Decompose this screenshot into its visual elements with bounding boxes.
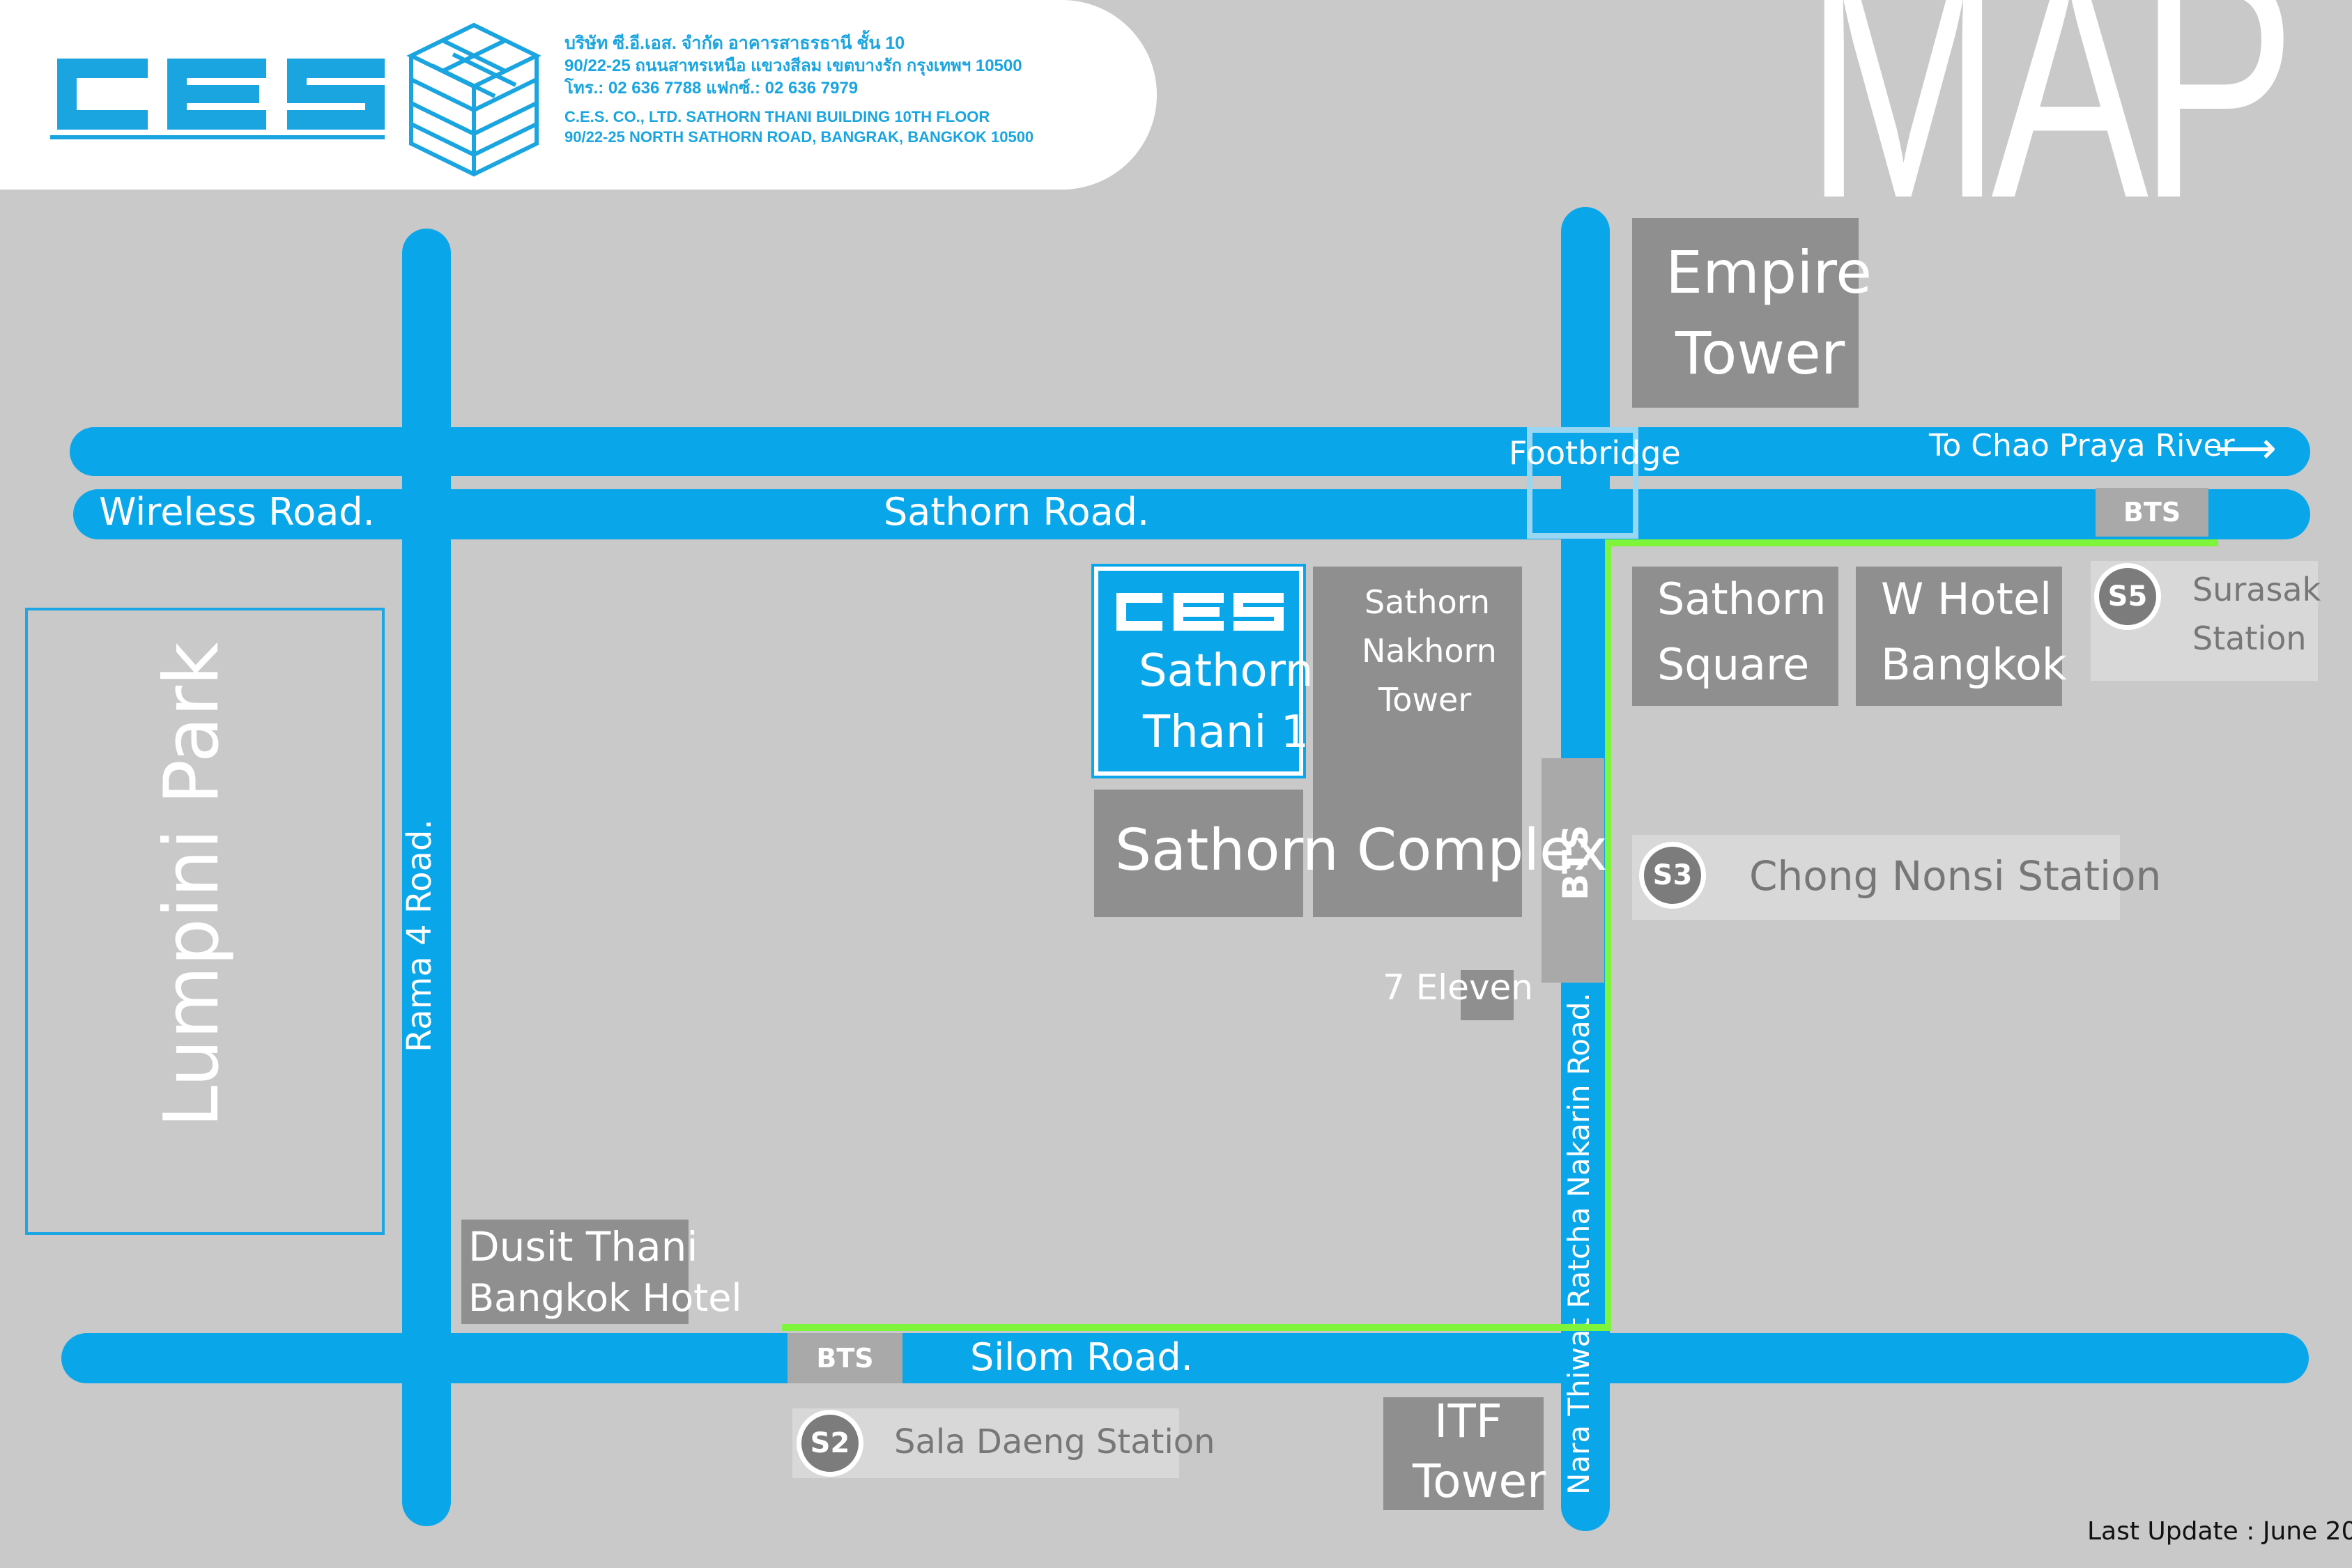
seven-eleven [1461,970,1514,1020]
dusit-line1: Dusit Thani [468,1223,698,1270]
footbridge-label: Footbridge [1509,434,1681,472]
sathorn-complex-label: Sathorn Complex [1115,817,1608,884]
address-thai-line2: 90/22-25 ถนนสาทรเหนือ แขวงสีลม เขตบางรัก… [564,56,1022,75]
dusit-line2: Bangkok Hotel [468,1276,742,1320]
bts-box-silom: BTS [787,1333,902,1383]
empire-tower: Empire Tower [1632,218,1872,408]
sathorn-nakhorn-tower: Sathorn Nakhorn Tower [1313,567,1522,917]
itf-tower: ITF Tower [1383,1394,1546,1510]
ces-cube-logo-icon [404,20,544,180]
sathorn-road-label: Sathorn Road. [884,490,1150,534]
s2-badge: S2 [797,1410,863,1477]
s3-badge: S3 [1639,842,1706,909]
ces-building-line1: Sathorn [1139,645,1314,697]
nakhorn-line2: Nakhorn [1362,632,1497,670]
bts-box-sathorn: BTS [2096,488,2208,537]
empire-tower-line1: Empire [1666,238,1872,307]
itf-line1: ITF [1434,1394,1502,1448]
address-thai-line1: บริษัท ซี.อี.เอส. จำกัด อาคารสาธรธานี ชั… [564,33,905,53]
footbridge [1527,427,1638,539]
surasak-line1: Surasak [2192,571,2321,608]
bts-line-top [1605,539,2218,546]
sathorn-square: Sathorn Square [1632,567,1838,706]
empire-tower-line2: Tower [1675,319,1845,387]
lumpini-park [25,608,385,1235]
sala-daeng-name: Sala Daeng Station [894,1422,1215,1461]
silom-road-label: Silom Road. [970,1335,1193,1379]
last-update: Last Update : June 2013 [2087,1517,2352,1546]
ces-building-logo [1114,587,1288,636]
bts-box-chong-nonsi: BTS [1542,758,1604,983]
wireless-road-label: Wireless Road. [99,490,375,534]
to-river-label: To Chao Praya River [1929,428,2235,463]
w-hotel-bangkok: W Hotel Bangkok [1856,567,2067,706]
rama4-road-label: Rama 4 Road. [400,819,439,1052]
map-title: MAP [1805,0,2296,266]
sathorn-complex-base [1094,790,1303,917]
sala-daeng-station: S2 Sala Daeng Station [792,1408,1215,1478]
bts-line-vertical [1605,539,1611,1331]
w-hotel-line1: W Hotel [1881,574,2052,624]
nakhorn-line1: Sathorn [1365,583,1490,621]
itf-line2: Tower [1413,1454,1546,1508]
company-header: บริษัท ซี.อี.เอส. จำกัด อาคารสาธรธานี ชั… [0,0,1157,190]
chong-nonsi-station: S3 Chong Nonsi Station [1632,835,2161,920]
surasak-line2: Station [2192,620,2307,657]
ces-logo [50,43,392,145]
s5-badge: S5 [2094,563,2161,630]
sathorn-square-line2: Square [1657,639,1810,690]
lumpini-park-label: Lumpini Park [148,642,236,1128]
dusit-thani-bangkok-hotel: Dusit Thani Bangkok Hotel [461,1220,742,1324]
ces-small-wordmark-icon [1116,593,1284,631]
bts-line-silom [782,1324,1611,1331]
ces-building-line2: Thani 1 [1143,707,1309,758]
address-en-line1: C.E.S. CO., LTD. SATHORN THANI BUILDING … [564,108,990,125]
address-en-line2: 90/22-25 NORTH SATHORN ROAD, BANGRAK, BA… [564,128,1034,146]
ces-sathorn-thani-1: Sathorn Thani 1 [1094,567,1313,776]
w-hotel-line2: Bangkok [1881,639,2067,690]
nakhorn-line3: Tower [1378,681,1472,718]
sathorn-square-line1: Sathorn [1657,574,1827,624]
ces-wordmark-icon [50,59,385,139]
phone-fax-thai: โทร.: 02 636 7788 แฟกซ์.: 02 636 7979 [564,79,859,98]
arrow-right-icon: ⟶ [2215,422,2277,473]
chong-nonsi-name: Chong Nonsi Station [1749,852,2162,900]
seven-eleven-label: 7 Eleven [1383,967,1533,1008]
road-rama4 [402,229,451,1526]
nara-thiwat-road-label: Nara Thiwat Ratcha Nakarin Road. [1562,992,1596,1495]
surasak-station: S5 Surasak Station [2091,561,2321,681]
